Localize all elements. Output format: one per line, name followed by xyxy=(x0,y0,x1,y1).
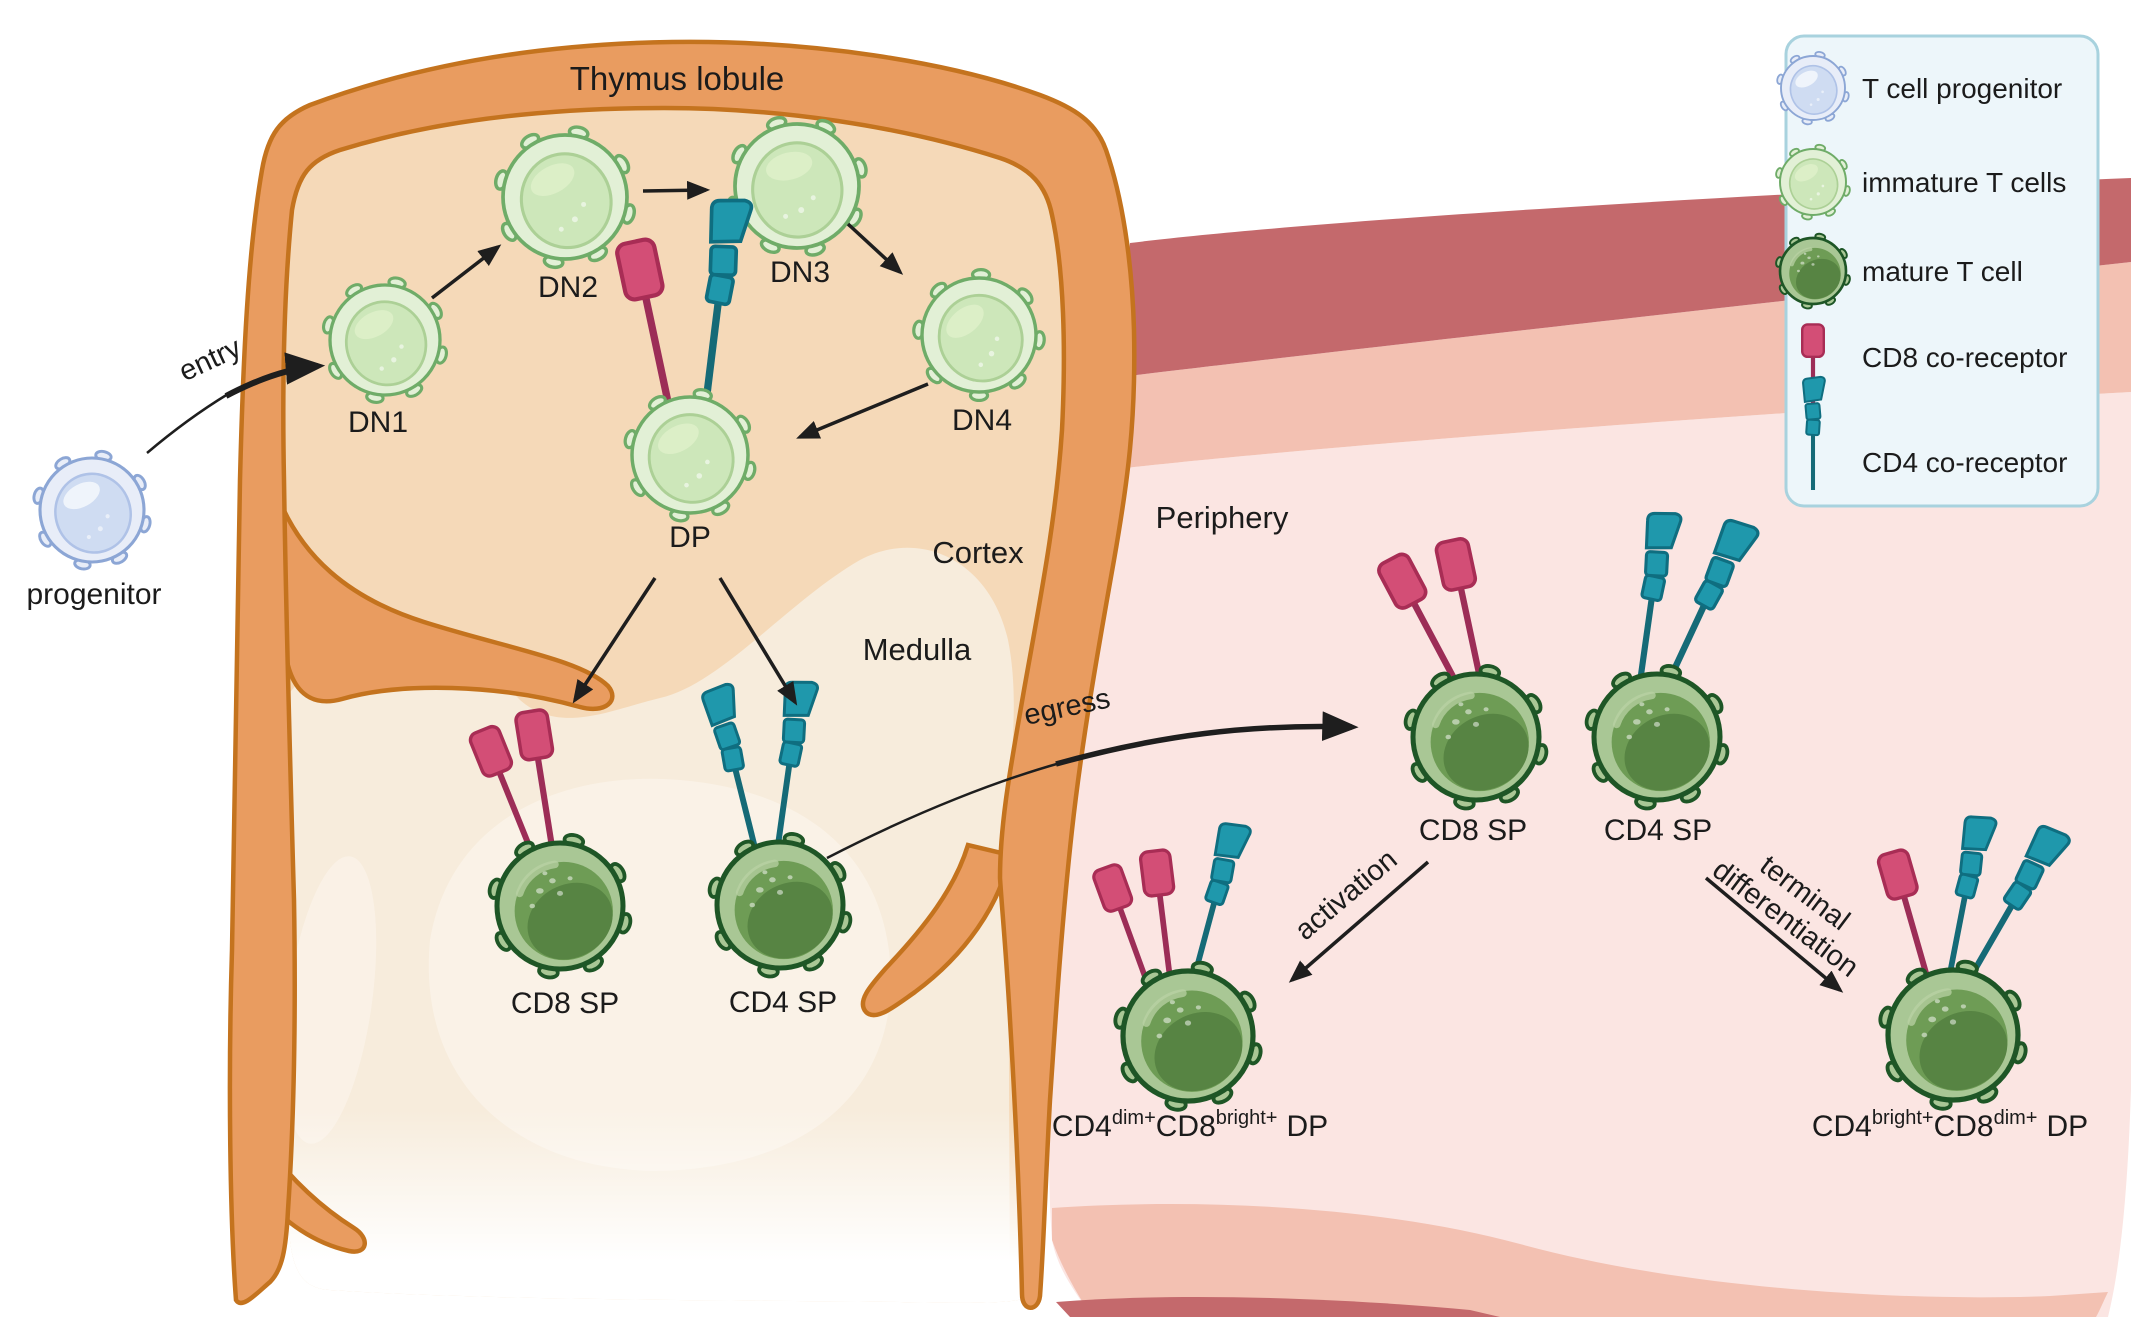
dn4-label: DN4 xyxy=(952,404,1012,437)
terminal-dp-label: CD4bright+CD8dim+DP xyxy=(1812,1107,2088,1143)
dn3-label: DN3 xyxy=(770,256,830,289)
periphery-bottom-medium-band xyxy=(1052,1204,2108,1317)
thymus-bottom-fade xyxy=(275,1100,1060,1303)
entry-label: entry xyxy=(174,332,246,388)
arrow-dn3-to-dn4 xyxy=(846,222,904,275)
dn2-label: DN2 xyxy=(538,271,598,304)
legend-item-cd8: CD8 co-receptor xyxy=(1802,324,2067,418)
periphery-bottom-rose-sliver xyxy=(1056,1296,1500,1317)
thymus-left-bottom-spur xyxy=(260,1139,367,1254)
legend-item-progenitor: T cell progenitor xyxy=(1776,51,2062,126)
activation-arrow xyxy=(1288,860,1430,983)
entry-arrow-tail xyxy=(146,392,229,454)
medulla-light-streak xyxy=(283,856,377,1144)
egress-arrow xyxy=(1055,711,1359,767)
cd8-sp-thymus-label: CD8 SP xyxy=(511,987,619,1020)
activated-dp-label: CD4dim+CD8bright+DP xyxy=(1052,1107,1328,1143)
entry-arrow xyxy=(224,352,326,399)
dn1-label: DN1 xyxy=(348,406,408,439)
arrow-dp-to-cd4sp xyxy=(718,577,798,706)
dp-label: DP xyxy=(669,521,711,554)
cd8-sp-periphery-label: CD8 SP xyxy=(1419,814,1527,847)
arrow-dp-to-cd8sp xyxy=(572,577,657,704)
periphery-label: Periphery xyxy=(1156,500,1289,535)
legend-mature-label: mature T cell xyxy=(1862,256,2023,287)
legend-item-immature: immature T cells xyxy=(1775,143,2066,221)
legend-cd4-label: CD4 co-receptor xyxy=(1862,447,2067,478)
legend-immature-label: immature T cells xyxy=(1862,167,2066,198)
progenitor-label: progenitor xyxy=(26,578,161,611)
thymus-lobule: Thymus lobule Cortex Medulla xyxy=(227,39,1137,1310)
thymus-right-fork-prong xyxy=(860,842,1013,1018)
terminal-differentiation-arrow xyxy=(1704,876,1844,993)
legend-item-cd4: CD4 co-receptor xyxy=(1803,377,2067,490)
cd4-sp-periphery-label: CD4 SP xyxy=(1604,814,1712,847)
legend-item-mature: mature T cell xyxy=(1773,230,2023,312)
legend-progenitor-label: T cell progenitor xyxy=(1862,73,2062,104)
progenitor-cell xyxy=(32,450,152,571)
periphery-light-pink-area xyxy=(1049,392,2131,1317)
arrow-dn2-to-dn3 xyxy=(642,180,711,200)
arrow-dn4-to-dp xyxy=(796,382,929,439)
thymus-wall xyxy=(227,39,1137,1310)
arrow-dn1-to-dn2 xyxy=(430,244,502,300)
egress-arrow-tail xyxy=(826,761,1061,860)
legend-cd8-label: CD8 co-receptor xyxy=(1862,342,2067,373)
cortex-label: Cortex xyxy=(932,535,1024,570)
legend: T cell progenitor immature T cells matur… xyxy=(1773,34,2100,508)
medulla-label: Medulla xyxy=(863,632,972,667)
cd4-sp-thymus-label: CD4 SP xyxy=(729,986,837,1019)
thymus-title: Thymus lobule xyxy=(570,60,785,97)
